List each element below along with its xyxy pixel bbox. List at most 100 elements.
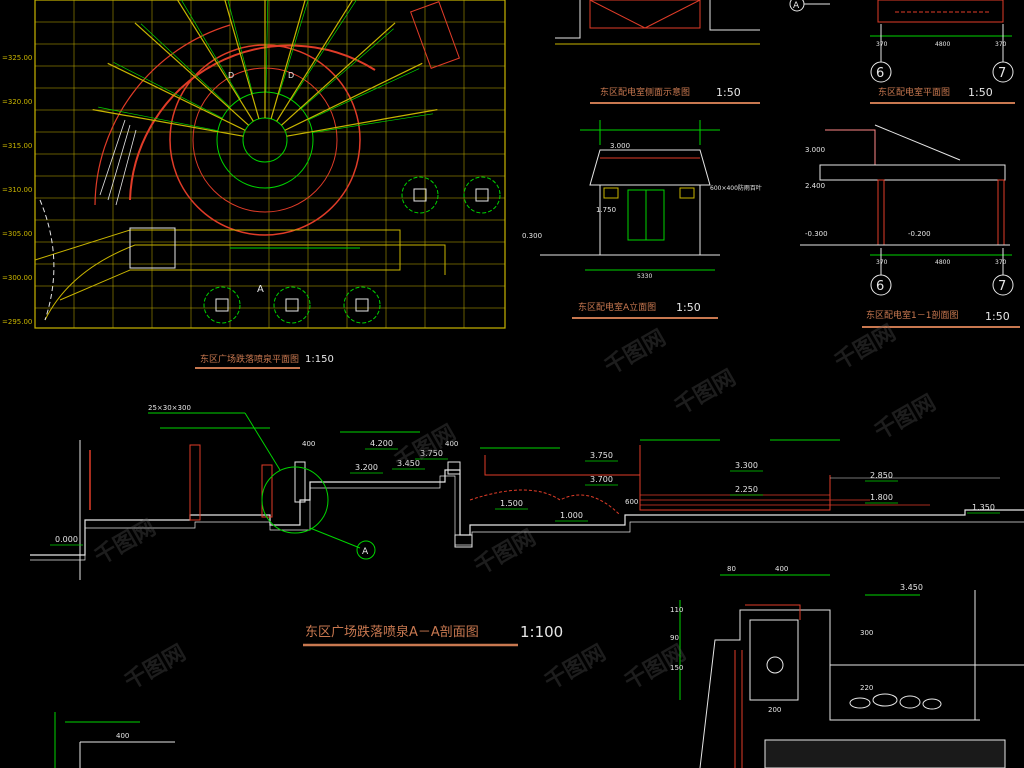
secaa-wall-3	[294, 461, 306, 503]
elev-a-level-top: 3.000	[610, 142, 630, 150]
plan-y-label: =305.00	[2, 230, 32, 238]
tree-pit	[285, 298, 299, 312]
detail-stone-1	[849, 697, 871, 709]
secaa-dim-2: 400	[445, 440, 458, 448]
outer-steps-arc	[94, 24, 231, 206]
detail-dim-1: 80	[727, 565, 736, 573]
fountain-ray-inner	[98, 106, 218, 132]
detail-level: 3.450	[900, 583, 923, 592]
sec11-dim-1: 370	[876, 259, 888, 266]
walkway-outline	[34, 229, 401, 301]
sec11-scale: 1:50	[985, 310, 1010, 323]
tree-pit	[475, 188, 489, 202]
detail-stone-2	[872, 693, 898, 707]
site-plan: =325.00=320.00=315.00=310.00=305.00=300.…	[2, 0, 506, 329]
plan-y-label: =310.00	[2, 186, 32, 194]
elevation-top-outline	[555, 0, 760, 39]
sec11-level-2: 2.400	[805, 182, 825, 190]
road-edge	[44, 244, 446, 321]
fountain-ray-inner	[227, 0, 254, 94]
secaa-level-value: 2.850	[870, 471, 893, 480]
fountain-ray	[176, 0, 254, 122]
secaa-level-value: 3.750	[420, 449, 443, 458]
tree-pit	[215, 298, 229, 312]
detail-concrete-base	[764, 739, 1006, 768]
detail-dim-3: 110	[670, 606, 683, 614]
fountain-ray	[276, 0, 354, 122]
fountain-ray	[284, 62, 423, 131]
detail-dim-2: 400	[775, 565, 788, 573]
tree-canopy	[273, 286, 311, 324]
elev-a-dim-total: 5330	[637, 273, 652, 280]
secaa-dim-3: 600	[625, 498, 638, 506]
detail-wall	[734, 650, 743, 768]
sec11-level-4: -0.200	[908, 230, 931, 238]
secaa-note-top-leader	[244, 412, 281, 471]
secaa-rockwork	[469, 489, 621, 516]
secaa-detail-leader	[309, 527, 361, 549]
plan-tr-wall	[877, 0, 1004, 23]
elev-a-level-mid: 1.750	[596, 206, 616, 214]
detail-pipe-box	[749, 619, 799, 701]
plan-y-labels: =325.00=320.00=315.00=310.00=305.00=300.…	[2, 54, 32, 326]
bottom-left-partial: 400	[54, 712, 175, 768]
plan-scale: 1:150	[305, 354, 334, 365]
fountain-ray-inner	[312, 113, 434, 133]
plan-tr-axis7	[992, 61, 1014, 83]
sec11-parapet	[825, 129, 876, 165]
elev-a-louver-left	[603, 187, 619, 199]
fountain-ray-inner	[301, 28, 394, 109]
tree-pit	[413, 188, 427, 202]
secaa-level-value: 3.750	[590, 451, 613, 460]
fountain-ray-inner	[265, 0, 269, 93]
detail-stone-3	[899, 695, 921, 709]
sec11-axis6	[870, 274, 892, 296]
secaa-wall-4	[447, 461, 461, 475]
secaa-wall-1	[189, 444, 201, 521]
plan-frame	[34, 0, 506, 329]
secaa-detail-circle	[261, 466, 329, 534]
sec11-slope	[874, 124, 961, 161]
plan-pavilion	[129, 227, 176, 269]
tree-canopy	[203, 286, 241, 324]
secaa-level-value: 3.450	[397, 459, 420, 468]
secaa-title: 东区广场跌落喷泉A－A剖面图	[305, 624, 479, 640]
section-1-1: 3.000 2.400 -0.300 -0.200 370 4800 370 6…	[800, 124, 1020, 328]
elev-a-level-ground: 0.300	[522, 232, 542, 240]
sec11-title: 东区配电室1－1剖面图	[866, 309, 958, 321]
detail-dim-8: 200	[768, 706, 781, 714]
elev-a-title: 东区配电室A立面图	[578, 301, 656, 313]
plan-tr-axis7-label: 7	[998, 66, 1006, 81]
outer-ring-arc	[129, 44, 376, 201]
elevation-top-diag2	[644, 0, 701, 29]
elevation-top-title: 东区配电室侧面示意图	[600, 86, 690, 98]
fountain-ray-inner	[140, 23, 231, 108]
secaa-level-value: 3.200	[355, 463, 378, 472]
secaa-level-value: 1.800	[870, 493, 893, 502]
fountain-ray-inner	[308, 68, 420, 121]
secaa-detail-marker	[356, 540, 376, 560]
secaa-level-value: 2.250	[735, 485, 758, 494]
section-a-a: A 25×30×300 400 400 600 东区广场跌落喷泉A－A剖面图 1…	[30, 404, 1024, 647]
secaa-level-value: 4.200	[370, 439, 393, 448]
sec11-axis6-label: 6	[876, 279, 884, 294]
fountain-ray-inner	[290, 0, 357, 101]
plan-grid	[35, 0, 505, 328]
detail-coping	[745, 604, 801, 620]
elevation-top-scale: 1:50	[716, 86, 741, 99]
fountain-ray	[286, 109, 438, 137]
fountain-rays	[92, 0, 438, 137]
secaa-dim-1: 400	[302, 440, 315, 448]
fountain-ray-inner	[113, 62, 223, 119]
secaa-level-value: 1.000	[560, 511, 583, 520]
sec11-axis7-label: 7	[998, 279, 1006, 294]
plan-planter-right	[410, 1, 460, 69]
secaa-level-value: 3.300	[735, 461, 758, 470]
tree-canopy	[463, 176, 501, 214]
sec11-axis7	[992, 274, 1014, 296]
fountain-ray	[280, 22, 396, 126]
axis-bubble-a-label: A	[793, 1, 800, 11]
detail-dim-7: 220	[860, 684, 873, 692]
sec11-level-1: 3.000	[805, 146, 825, 154]
secaa-drain	[454, 534, 473, 548]
